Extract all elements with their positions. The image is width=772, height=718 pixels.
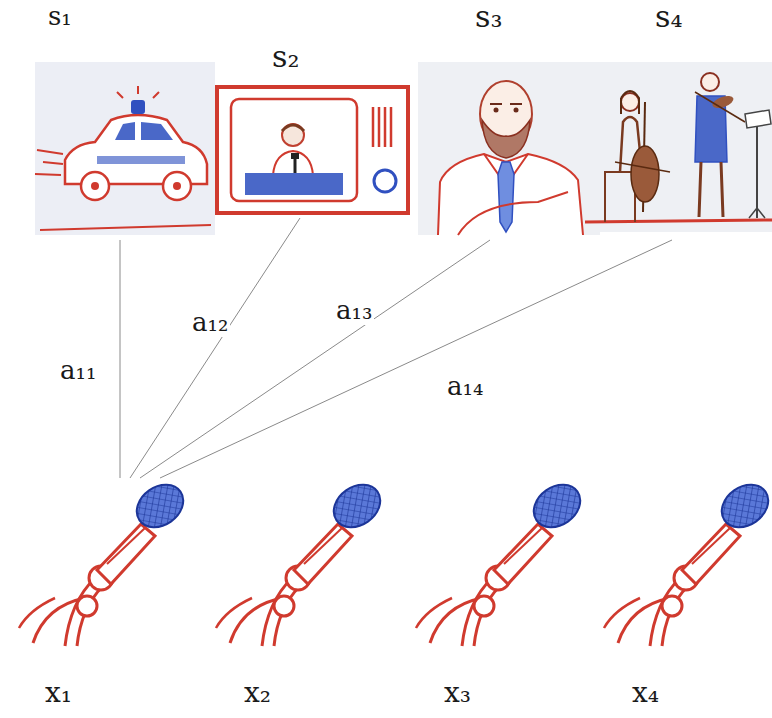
illustration-part <box>695 92 745 122</box>
mixing-line <box>130 218 300 478</box>
television-source: s₂ <box>212 40 412 218</box>
illustration-part <box>474 596 494 616</box>
illustration-part <box>585 220 772 222</box>
illustration-part <box>81 172 109 200</box>
illustration-part <box>418 62 600 235</box>
illustration-part <box>131 100 145 114</box>
illustration-part <box>217 87 408 213</box>
source-illustration <box>418 62 600 235</box>
source-illustration <box>215 85 410 215</box>
illustration-part <box>714 476 772 536</box>
illustration-part <box>282 125 304 131</box>
illustration-part <box>526 476 589 536</box>
illustration-part <box>231 99 357 201</box>
illustration-part <box>77 586 103 646</box>
mixture-label: x₄ <box>632 678 659 709</box>
illustration-part <box>474 586 500 646</box>
illustration-part <box>682 524 740 584</box>
illustration-part <box>40 225 211 230</box>
illustration-part <box>494 108 499 113</box>
illustration-part <box>490 103 522 105</box>
illustration-part <box>294 157 297 173</box>
illustration-part <box>631 146 659 202</box>
illustration-part <box>274 596 294 616</box>
illustration-part <box>749 208 765 218</box>
illustration-part <box>274 586 300 646</box>
illustration-part <box>458 192 568 235</box>
mixing-coefficient: a₁₃ <box>334 296 374 325</box>
illustration-part <box>745 110 771 128</box>
illustration-part <box>494 524 552 584</box>
illustration-part <box>699 162 723 217</box>
illustration-part <box>326 476 389 536</box>
illustration-part <box>141 122 173 140</box>
illustration-part <box>621 91 639 114</box>
illustration-part <box>129 476 192 536</box>
source-label: s₃ <box>475 0 502 33</box>
illustration-part <box>97 524 155 584</box>
illustration-part <box>282 124 304 146</box>
illustration-part <box>438 154 583 235</box>
illustration-part <box>585 62 772 232</box>
illustration-part <box>482 120 530 158</box>
illustration-part <box>514 108 519 113</box>
mixing-coefficient: a₁₄ <box>445 372 485 401</box>
illustration-part <box>91 182 99 190</box>
illustration-part <box>117 86 159 98</box>
microphone-sensor: x₃ <box>412 478 582 714</box>
illustration-part <box>35 62 215 235</box>
illustration-part <box>107 528 145 564</box>
illustration-part <box>662 596 682 616</box>
mixture-label: x₃ <box>444 678 471 709</box>
microphone-sensor: x₁ <box>15 478 185 714</box>
illustration-part <box>374 170 396 192</box>
illustration-part <box>294 524 352 584</box>
mixture-label: x₂ <box>244 678 271 709</box>
mixing-coefficient: a₁₁ <box>58 356 98 385</box>
illustration-part <box>115 122 135 140</box>
microphone-drawing <box>412 478 582 648</box>
illustration-part <box>504 528 542 564</box>
illustration-part <box>604 598 640 628</box>
illustration-part <box>291 153 299 159</box>
illustration-part <box>304 528 342 564</box>
illustration-part <box>273 151 313 175</box>
illustration-part <box>373 107 391 147</box>
mixing-line <box>120 240 121 478</box>
source-illustration <box>35 62 215 235</box>
microphone-sensor: x₂ <box>212 478 382 714</box>
illustration-part <box>216 598 252 628</box>
illustration-part <box>97 156 185 164</box>
illustration-part <box>35 150 63 175</box>
microphone-drawing <box>212 478 382 648</box>
illustration-part <box>498 162 514 232</box>
source-label: s₂ <box>272 40 299 73</box>
illustration-part <box>756 124 758 218</box>
illustration-part <box>692 528 730 564</box>
illustration-part <box>615 162 670 172</box>
mixture-label: x₁ <box>45 678 72 709</box>
mixing-coefficient: a₁₂ <box>190 308 230 337</box>
illustration-part <box>701 73 719 91</box>
illustration-part <box>245 173 343 195</box>
source-label: s₄ <box>655 0 682 33</box>
source-illustration <box>585 62 772 232</box>
microphone-drawing <box>600 478 770 648</box>
musicians-source: s₄ <box>585 0 772 240</box>
siren-car-source: s₁ <box>30 0 220 240</box>
microphone-drawing <box>15 478 185 648</box>
source-label: s₁ <box>48 2 72 31</box>
illustration-part <box>173 182 181 190</box>
illustration-part <box>19 598 55 628</box>
speaker-source: s₃ <box>415 0 602 240</box>
mixing-line <box>140 240 490 478</box>
mixing-line <box>160 240 672 478</box>
microphone-sensor: x₄ <box>600 478 770 714</box>
illustration-part <box>163 172 191 200</box>
illustration-part <box>662 586 688 646</box>
illustration-part <box>77 596 97 616</box>
illustration-part <box>416 598 452 628</box>
illustration-part <box>711 94 735 111</box>
